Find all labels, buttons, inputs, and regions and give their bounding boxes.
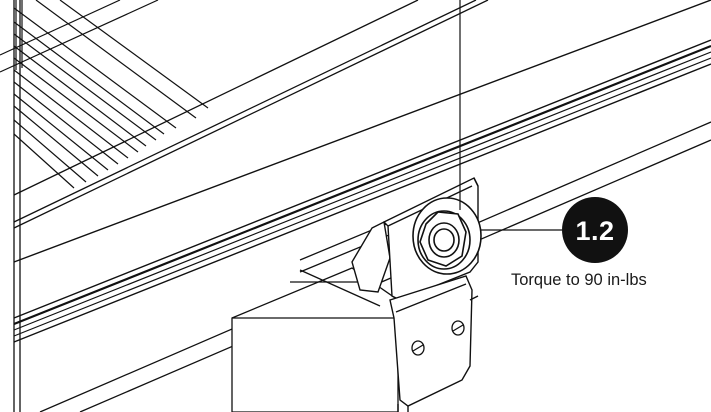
main-rail <box>13 0 711 343</box>
rear-rail <box>0 0 209 189</box>
step-number: 1.2 <box>575 216 614 246</box>
clip-screws <box>411 320 465 356</box>
nut-assembly <box>412 197 482 275</box>
clip-body <box>389 275 479 412</box>
vertical-post <box>13 0 21 412</box>
upper-beam <box>13 0 489 229</box>
step-badge: 1.2 <box>562 197 628 263</box>
torque-note: Torque to 90 in-lbs <box>511 271 647 289</box>
